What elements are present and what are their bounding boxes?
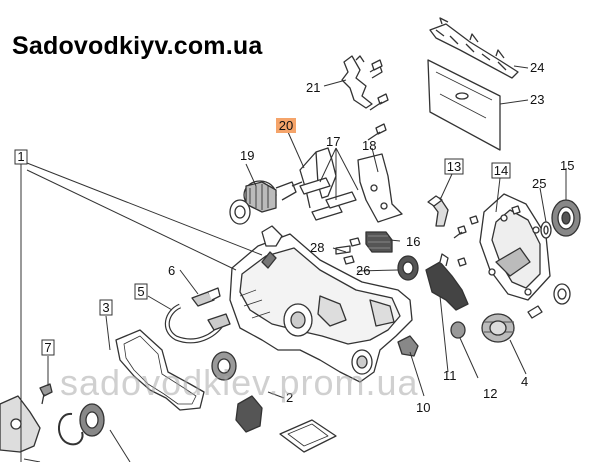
callout-13: 13	[444, 158, 464, 175]
part-24-chain	[429, 17, 519, 79]
callout-18: 18	[362, 138, 376, 153]
part-26-seal	[397, 255, 419, 281]
callout-28: 28	[310, 240, 324, 255]
partial-part-left	[0, 395, 41, 453]
callout-16: 16	[406, 234, 420, 249]
callout-20: 20	[276, 118, 296, 133]
svg-text:21: 21	[306, 80, 320, 95]
part-3-gasket	[115, 329, 205, 411]
callout-11: 11	[443, 368, 457, 383]
callout-6: 6	[168, 263, 175, 278]
svg-text:11: 11	[443, 368, 457, 383]
part-28-screws	[335, 237, 361, 265]
part-10-bracket	[397, 335, 419, 357]
callout-10: 10	[416, 400, 430, 415]
callout-19: 19	[240, 148, 254, 163]
svg-text:28: 28	[310, 240, 324, 255]
screws-cover	[453, 205, 543, 319]
svg-text:3: 3	[102, 300, 109, 315]
part-13-pipe	[427, 195, 449, 227]
callout-7: 7	[41, 339, 55, 356]
svg-text:12: 12	[483, 386, 497, 401]
svg-text:24: 24	[530, 60, 544, 75]
part-1-crankcase	[229, 225, 413, 383]
callout-14: 14	[491, 162, 511, 179]
svg-text:14: 14	[494, 163, 508, 178]
callout-labels: 1 2 3 4 5 6 7 10	[14, 60, 574, 415]
watermark: sadovodkiev.prom.ua	[60, 362, 419, 403]
svg-text:26: 26	[356, 263, 370, 278]
screws-upper	[367, 59, 389, 141]
svg-text:2: 2	[286, 390, 293, 405]
callout-26: 26	[356, 263, 370, 278]
svg-text:19: 19	[240, 148, 254, 163]
part-2-bearing	[211, 351, 237, 381]
gasket-plate-lower	[279, 419, 337, 453]
svg-text:15: 15	[560, 158, 574, 173]
svg-text:18: 18	[362, 138, 376, 153]
part-16-filter	[365, 231, 393, 253]
svg-text:1: 1	[17, 149, 24, 164]
callout-3: 3	[99, 299, 113, 316]
callout-23: 23	[530, 92, 544, 107]
part-4-bearing	[481, 313, 515, 343]
site-title: Sadovodkiyv.com.ua	[12, 32, 263, 60]
svg-text:5: 5	[137, 284, 144, 299]
washer-19	[229, 199, 251, 225]
svg-text:10: 10	[416, 400, 430, 415]
part-18-plate	[357, 153, 403, 223]
callout-15: 15	[560, 158, 574, 173]
callout-21: 21	[306, 80, 320, 95]
part-15-nut	[551, 199, 581, 237]
svg-text:13: 13	[447, 159, 461, 174]
callout-17: 17	[326, 134, 340, 149]
part-17-pins	[299, 177, 357, 221]
svg-text:20: 20	[279, 118, 293, 133]
svg-text:16: 16	[406, 234, 420, 249]
callout-25: 25	[532, 176, 546, 191]
bracket-lower	[235, 395, 263, 433]
part-19-clutch	[243, 180, 303, 213]
svg-text:23: 23	[530, 92, 544, 107]
bearing-lower-left	[79, 403, 105, 437]
part-25-washer	[540, 221, 552, 239]
part-7-bolt	[39, 383, 53, 405]
callout-1: 1	[14, 149, 28, 165]
part-11-oil-pump	[425, 253, 469, 339]
part-6-fitting	[191, 287, 221, 307]
svg-text:4: 4	[521, 374, 528, 389]
washer-lower-right	[553, 283, 571, 305]
svg-text:7: 7	[44, 340, 51, 355]
part-23-guide-bar	[427, 59, 501, 151]
callout-12: 12	[483, 386, 497, 401]
callout-24: 24	[530, 60, 544, 75]
part-5-hose	[164, 303, 231, 344]
callout-5: 5	[134, 283, 148, 300]
circlip	[58, 412, 84, 446]
svg-text:25: 25	[532, 176, 546, 191]
callout-2: 2	[286, 390, 293, 405]
svg-text:17: 17	[326, 134, 340, 149]
part-14-cover	[479, 193, 551, 301]
leader-lines	[20, 65, 567, 462]
callout-4: 4	[521, 374, 528, 389]
svg-text:6: 6	[168, 263, 175, 278]
